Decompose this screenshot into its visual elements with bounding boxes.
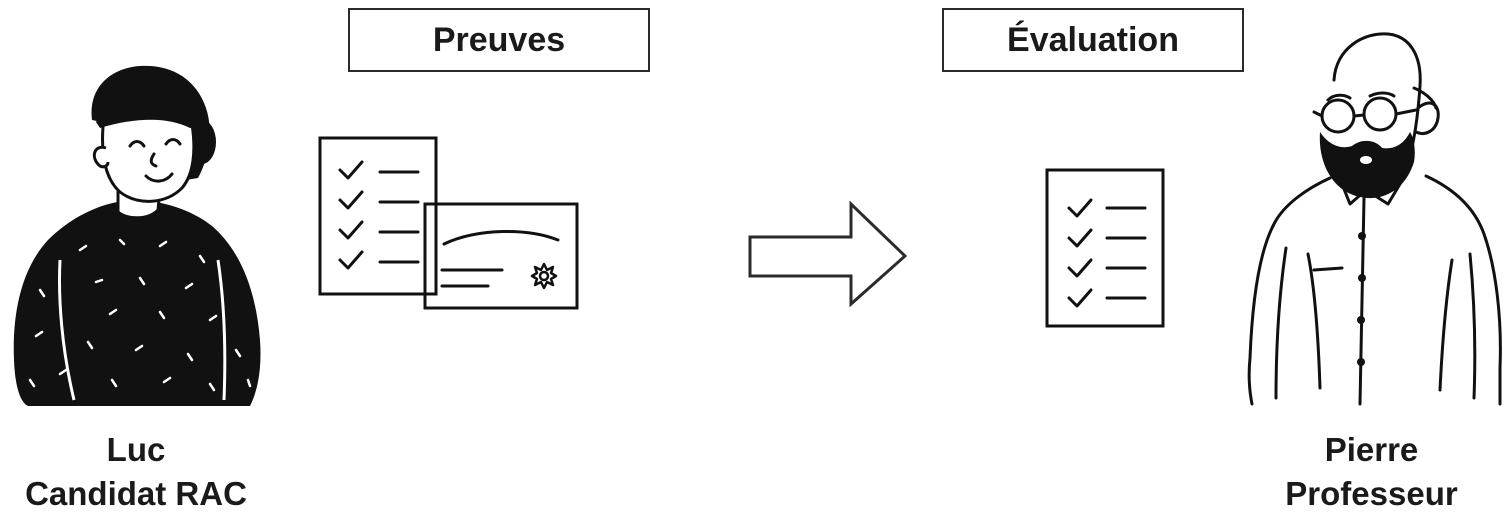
- evaluation-checklist-icon: [1045, 168, 1165, 328]
- student-illustration: [13, 65, 261, 406]
- arrow-right-icon: [748, 200, 908, 308]
- professor-beard: [1319, 132, 1415, 199]
- evaluation-label: Évaluation: [1007, 20, 1179, 59]
- professor-illustration: [1247, 32, 1502, 406]
- certificate-icon: [423, 202, 579, 310]
- candidate-caption: Luc Candidat RAC: [0, 428, 272, 516]
- evidence-group: [318, 136, 579, 310]
- professor-name: Pierre: [1324, 431, 1419, 468]
- student-sweater: [13, 200, 261, 406]
- professor-role: Professeur: [1285, 475, 1458, 512]
- checklist-document-icon: [318, 136, 438, 296]
- professor-caption: Pierre Professeur: [1238, 428, 1505, 516]
- evaluation-label-box: Évaluation: [942, 8, 1244, 72]
- candidate-name: Luc: [106, 431, 166, 468]
- evidence-label: Preuves: [432, 20, 566, 59]
- candidate-role: Candidat RAC: [25, 475, 247, 512]
- evidence-label-box: Preuves: [348, 8, 650, 72]
